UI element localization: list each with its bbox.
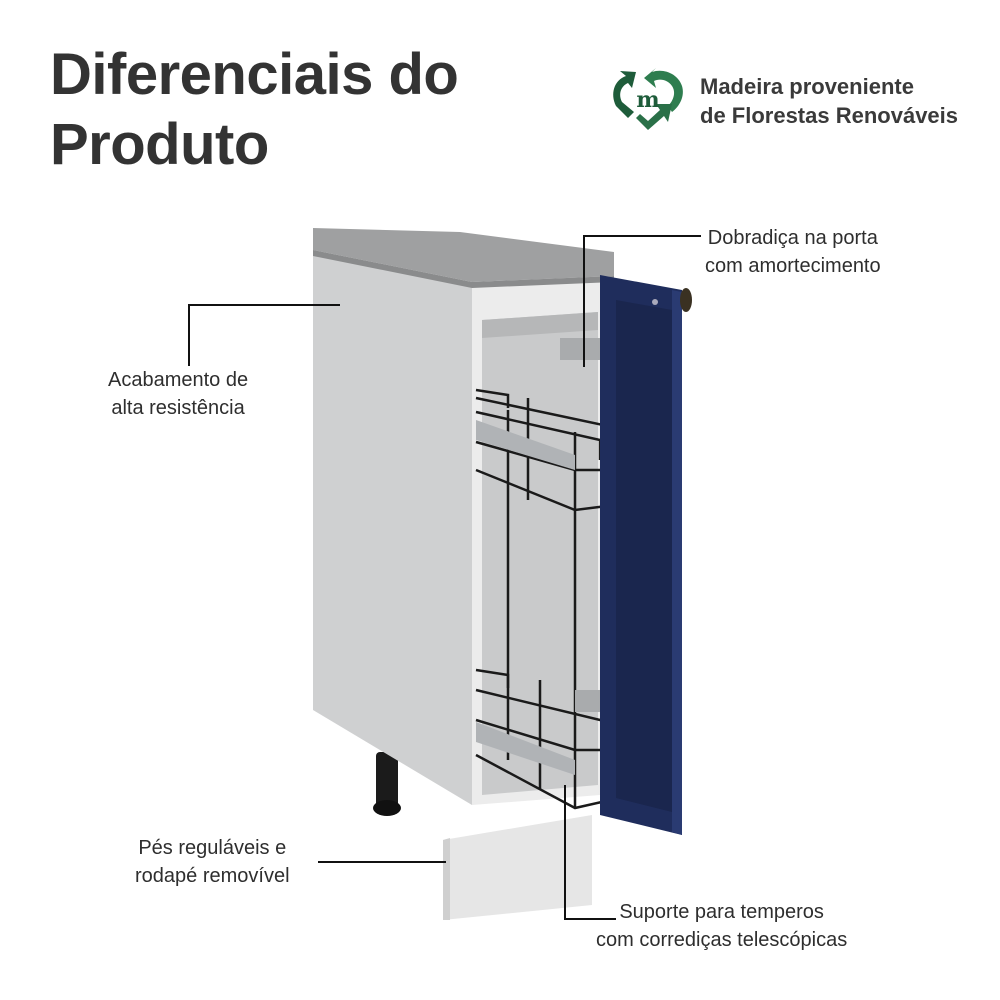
callout-rack: Suporte para temperos com corrediças tel… bbox=[596, 901, 848, 951]
title-line-2: Produto bbox=[50, 112, 269, 177]
badge-line-2: de Florestas Renováveis bbox=[700, 103, 959, 128]
sustainability-badge: m Madeira proveniente de Florestas Renov… bbox=[608, 66, 958, 136]
finish-callout-line-h bbox=[188, 304, 340, 306]
badge-text: Madeira proveniente de Florestas Renováv… bbox=[700, 72, 958, 130]
title-line-1: Diferenciais do bbox=[50, 42, 459, 107]
callout-finish: Acabamento de alta resistência bbox=[108, 369, 249, 419]
finish-callout-line-v bbox=[188, 304, 190, 366]
svg-text:m: m bbox=[636, 87, 659, 113]
recycle-heart-m-icon: m bbox=[613, 68, 683, 130]
feet-callout-line-h bbox=[318, 861, 446, 863]
callout-feet: Pés reguláveis e rodapé removível bbox=[135, 837, 290, 887]
hinge-callout-line-v bbox=[583, 235, 585, 367]
badge-line-1: Madeira proveniente bbox=[700, 74, 914, 99]
hinge-callout-line-h bbox=[583, 235, 701, 237]
rack-callout-line-h bbox=[564, 918, 616, 920]
rack-callout-line-v bbox=[564, 785, 566, 920]
page-title: Diferenciais do Produto bbox=[50, 40, 459, 180]
callout-hinge: Dobradiça na porta com amortecimento bbox=[705, 227, 881, 277]
